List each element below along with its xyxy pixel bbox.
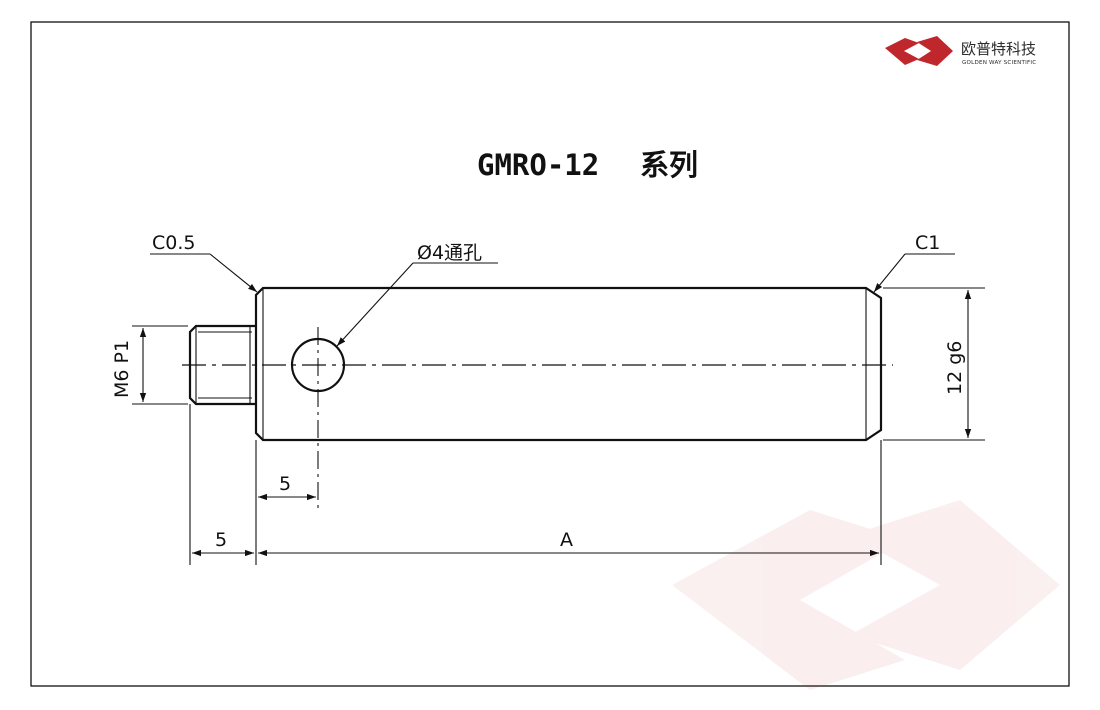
logo-mark-icon	[885, 36, 953, 66]
leader-chamfer-right	[873, 253, 906, 293]
leader-hole	[336, 262, 414, 347]
drawing-title-series: 系列	[640, 148, 698, 182]
label-hole-offset: 5	[279, 473, 291, 495]
label-chamfer-left: C0.5	[152, 232, 195, 254]
drawing-frame	[30, 21, 1070, 687]
label-body-length: A	[560, 529, 573, 551]
logo-name-cn: 欧普特科技	[961, 40, 1036, 58]
watermark-logo	[672, 500, 1060, 690]
pin-body-outline	[254, 286, 883, 442]
label-chamfer-right: C1	[915, 232, 940, 254]
company-logo: 欧普特科技 GOLDEN WAY SCIENTIFIC	[885, 36, 1036, 66]
drawing-title-model: GMRO-12	[477, 148, 599, 182]
label-diameter: 12 g6	[944, 341, 966, 395]
leader-chamfer-left	[209, 253, 258, 293]
logo-name-en: GOLDEN WAY SCIENTIFIC	[962, 60, 1036, 66]
label-thread: M6 P1	[111, 340, 133, 398]
label-through-hole: Ø4通孔	[417, 242, 482, 264]
label-thread-length: 5	[215, 529, 227, 551]
